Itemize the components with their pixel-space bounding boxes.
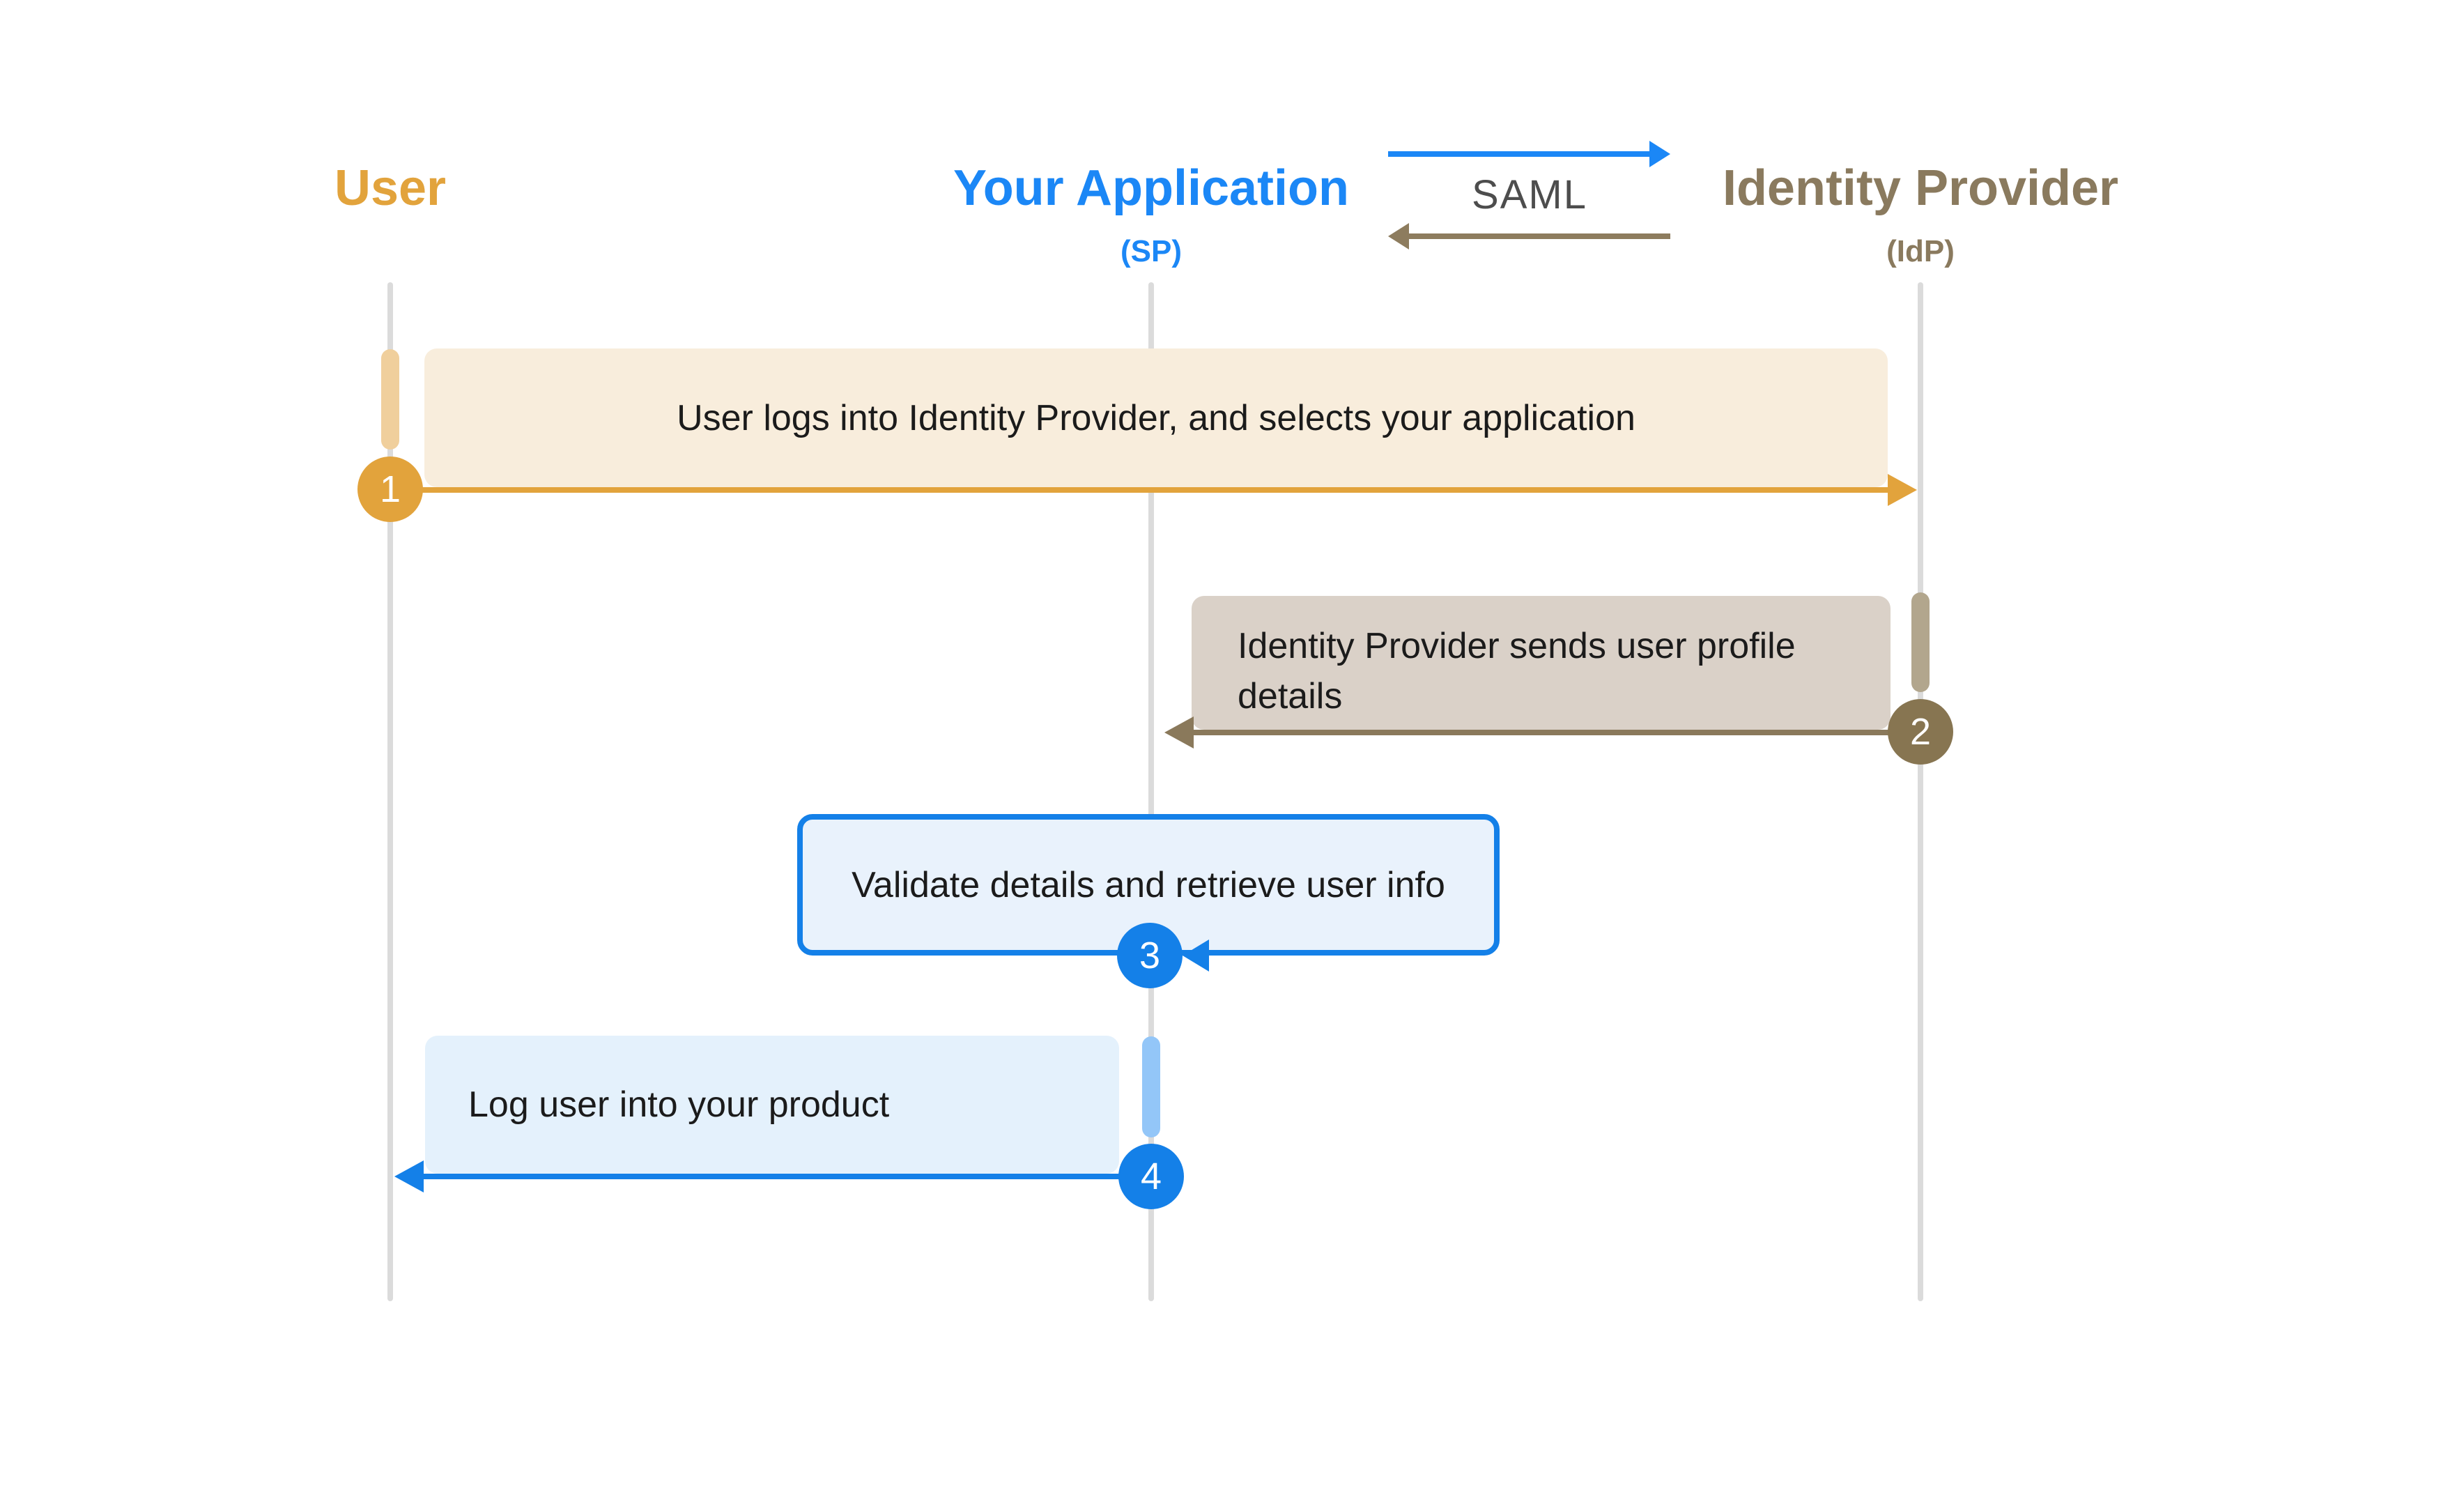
activation-bar-user [381,349,399,450]
step2-number: 2 [1909,711,1932,753]
step2-message-label: Identity Provider sends user profile det… [1238,626,1796,716]
saml-return-arrowhead-icon [1388,223,1409,250]
saml-label: SAML [1472,172,1587,217]
step4-arrow [418,1174,1151,1179]
actor-title-identity-provider: Identity Provider [1722,160,2119,216]
step1-number: 1 [379,468,401,510]
step4-message-label: Log user into your product [468,1084,890,1125]
step1-arrow [390,487,1888,493]
step2-message-box: Identity Provider sends user profile det… [1192,596,1891,730]
saml-forward-arrowhead-icon [1649,141,1670,167]
step1-message-label: User logs into Identity Provider, and se… [677,397,1635,438]
step1-arrowhead-icon [1888,474,1917,506]
step4-number: 4 [1140,1156,1162,1197]
step3-message-label: Validate details and retrieve user info [852,864,1445,905]
step4-number-badge: 4 [1118,1144,1184,1209]
step3-arrowhead-icon [1183,939,1209,972]
step4-arrowhead-icon [394,1160,424,1192]
activation-bar-your-application [1142,1036,1160,1137]
saml-return-arrow [1408,233,1670,239]
saml-forward-arrow [1388,151,1650,157]
actor-title-user: User [334,160,447,216]
lifeline-identity-provider [1918,282,1923,1301]
step3-number: 3 [1139,935,1161,976]
step3-number-badge: 3 [1117,923,1183,988]
lifeline-user [387,282,393,1301]
step2-number-badge: 2 [1888,699,1953,765]
actor-title-your-application: Your Application [953,160,1349,216]
step2-arrow [1194,730,1891,735]
step1-number-badge: 1 [357,457,423,522]
step1-message-box: User logs into Identity Provider, and se… [424,348,1888,487]
step2-arrowhead-icon [1164,716,1194,749]
activation-bar-identity-provider [1911,592,1930,692]
actor-subtitle-idp: (IdP) [1886,234,1955,268]
lifeline-your-application [1148,282,1154,1301]
step4-message-box: Log user into your product [425,1036,1119,1174]
actor-subtitle-sp: (SP) [1121,234,1182,268]
